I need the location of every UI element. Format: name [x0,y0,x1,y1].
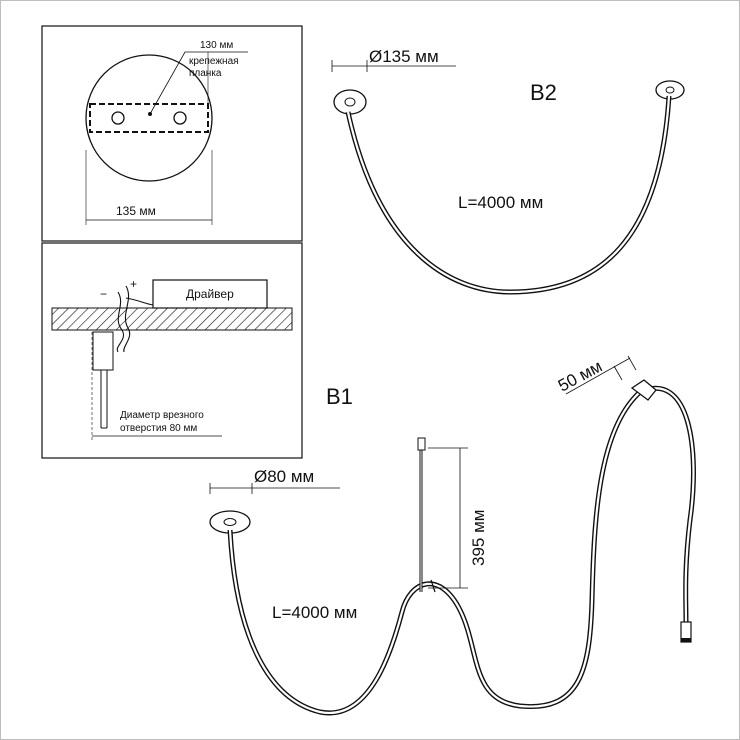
canopy-circle [85,54,213,182]
driver-box [152,279,268,309]
wire-minus [116,291,124,353]
canopy-side-view [92,331,114,371]
ceiling-slab [51,307,293,331]
plate-label-line2: планка [189,68,222,79]
plus-sign: + [130,277,137,291]
mounting-plate-panel: 130 мм крепежная планка 135 мм [41,25,303,242]
b1-title: B1 [326,384,353,409]
b1-drop-height: 395 мм [469,510,488,566]
plate-label-line1: крепежная [189,56,239,67]
plate-length-label: 130 мм [200,40,233,51]
hole-label-line1: Диаметр врезного [120,410,204,421]
b1-end-width: 50 мм [555,357,605,396]
minus-sign: − [100,287,107,301]
variant-b2: B2 Ø135 мм L=4000 мм [331,47,685,295]
b1-length: L=4000 мм [272,603,357,622]
plate-screw-right [173,111,187,125]
b1-head-block [630,379,657,401]
b2-title: B2 [530,80,557,105]
base-diameter-label: 135 мм [116,204,156,218]
b1-canopy-diameter: Ø80 мм [254,467,314,486]
installation-panel: Драйвер − + Диаметр врезного отверстия 8… [41,242,303,459]
hole-label-line2: отверстия 80 мм [120,423,197,434]
driver-label: Драйвер [186,287,234,301]
b2-length: L=4000 мм [458,193,543,212]
b2-canopy-diameter: Ø135 мм [369,47,439,66]
mounting-plate [89,103,209,133]
plate-screw-left [111,111,125,125]
